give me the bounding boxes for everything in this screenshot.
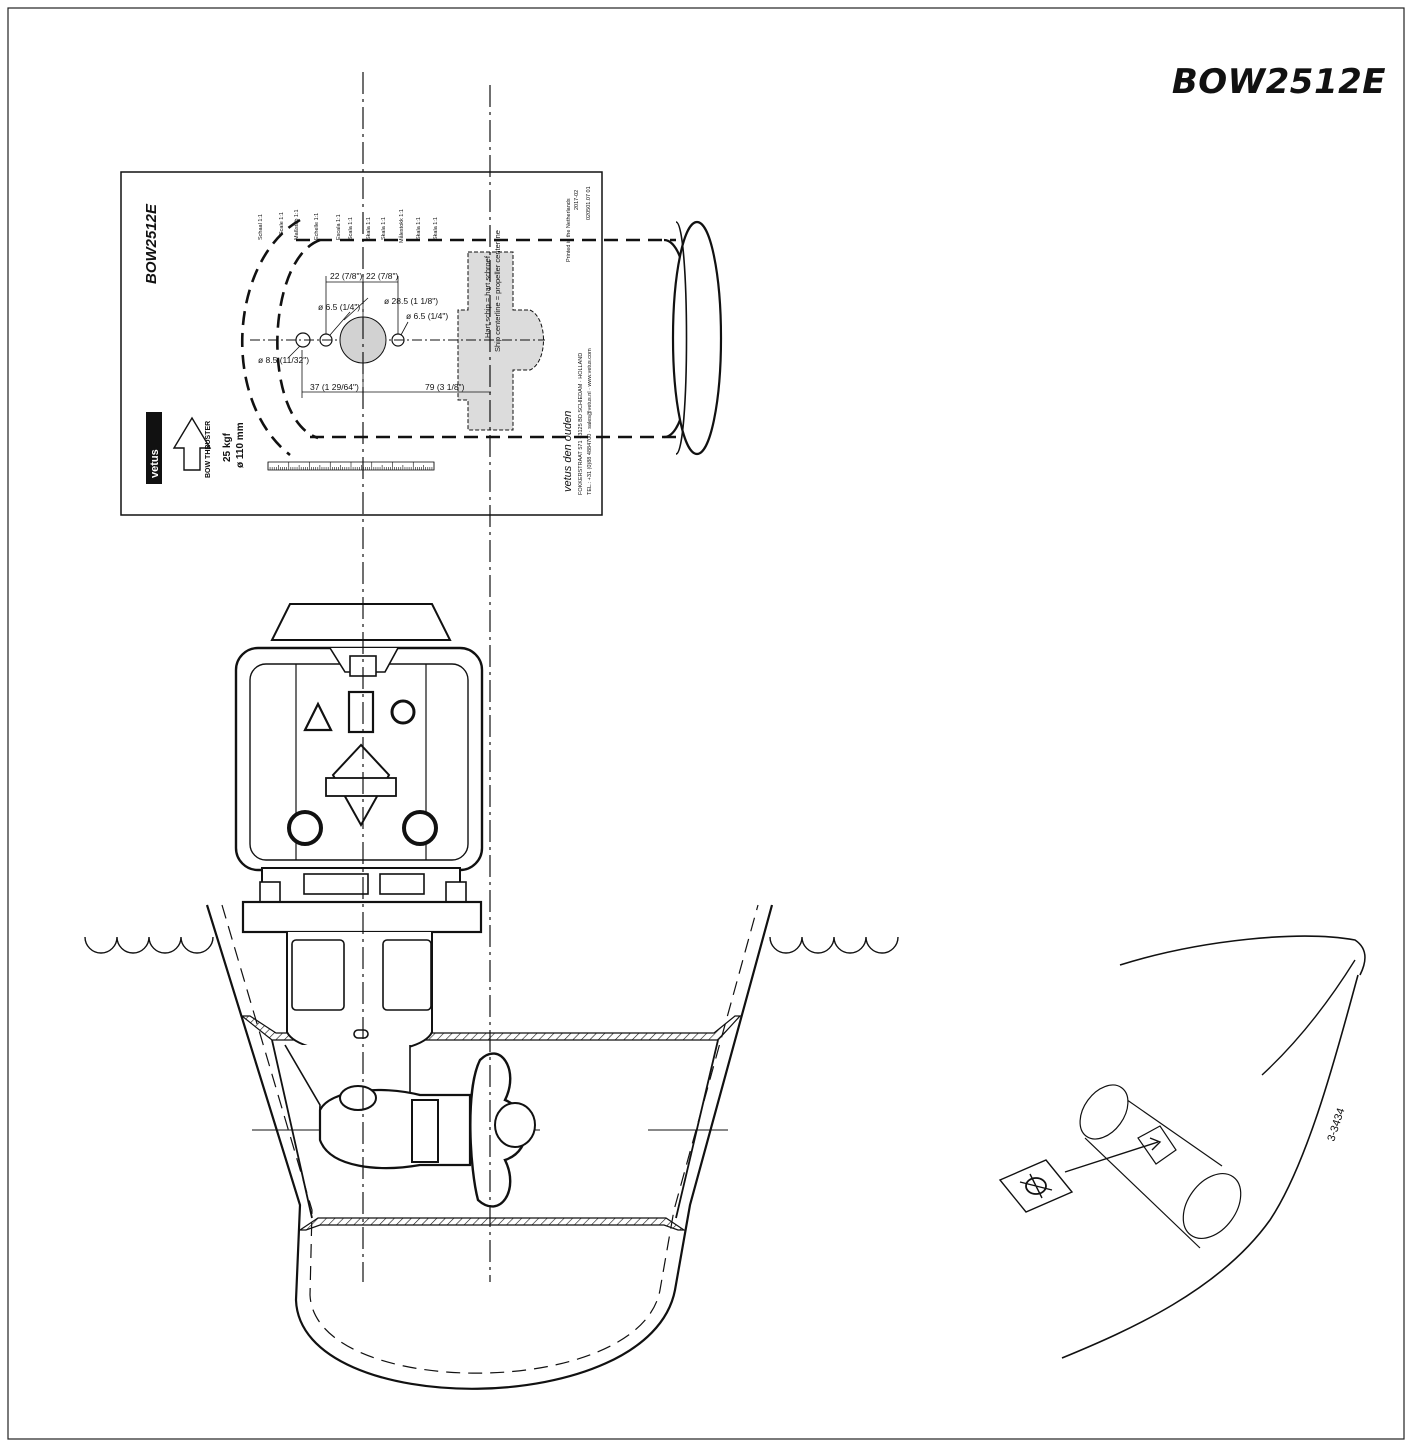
- thruster-motor: [234, 603, 484, 1054]
- scale-label: Scala 1:1: [348, 217, 354, 240]
- hull-cut-outline: [241, 218, 301, 457]
- template-brand-block: vetus BOW THRUSTER 25 kgf ø 110 mm: [146, 412, 246, 484]
- company-contact: TEL.: +31 (0)88 4884700 · sales@vetus.nl…: [587, 348, 593, 495]
- dimension-offset-left: 37 (1 29/64"): [310, 382, 359, 392]
- model-title: BOW2512E: [1171, 62, 1386, 102]
- vetus-logo: [146, 412, 162, 484]
- dimension-d2: 22 (7/8"): [366, 271, 398, 281]
- drawing-number: 3-3434: [1325, 1107, 1347, 1143]
- info-icon: [390, 699, 416, 725]
- outer-hole: [295, 332, 311, 348]
- bolt-cap-left: [287, 810, 323, 846]
- template-model: BOW2512E: [143, 203, 160, 284]
- bolt-cap-right: [402, 810, 438, 846]
- dimension-d1: 22 (7/8"): [330, 271, 362, 281]
- scale-labels: Schaal 1:1 Scale 1:1 Maßstab 1:1 Echelle…: [258, 209, 439, 243]
- tunnel-projection: [296, 220, 723, 456]
- tunnel-wall-bottom: [298, 1217, 686, 1231]
- doc-date: 2017-02: [574, 190, 580, 210]
- electric-icon: [347, 690, 375, 734]
- scale-label: Scale 1:1: [279, 212, 285, 235]
- sheet-border: [7, 7, 1405, 1440]
- propeller-cutout: [457, 251, 544, 431]
- ruler: [267, 461, 435, 471]
- mounting-flange: [241, 900, 483, 934]
- product-line: BOW THRUSTER: [205, 421, 212, 478]
- printed-note: Printed in the Netherlands: [566, 198, 572, 262]
- scale-label: Skala 1:1: [381, 217, 387, 240]
- scale-label: Skala 1:1: [416, 217, 422, 240]
- dimension-hole-small-left: ø 6.5 (1/4"): [318, 302, 360, 312]
- dimension-hole-small-right: ø 6.5 (1/4"): [406, 311, 448, 321]
- thruster-arrows-icon: [172, 416, 212, 471]
- scale-label: Echelle 1:1: [314, 213, 320, 240]
- centerline-en: Ship centerline = propeller centerline: [493, 230, 502, 352]
- scale-label: Målestokk 1:1: [398, 209, 405, 243]
- hull-outer: [205, 904, 774, 1390]
- drilling-template: BOW2512E Schaal 1:1 Scale 1:1 Maßstab 1:…: [120, 171, 603, 516]
- doc-code: 020501.07 01: [586, 186, 592, 220]
- dimension-texts: 22 (7/8") 22 (7/8") ø 6.5 (1/4") ø 28.5 …: [258, 271, 465, 392]
- tunnel-flange: [671, 220, 723, 456]
- dimension-hole-large: ø 28.5 (1 1/8"): [384, 296, 438, 306]
- scale-label: Maßstab 1:1: [294, 209, 300, 240]
- centerline-nl: Hart schip = hart schroef: [483, 255, 492, 338]
- waterline-waves: [84, 936, 899, 954]
- brand-name: vetus: [149, 449, 161, 478]
- dimension-hole-outer: ø 8.5 (11/32"): [258, 355, 309, 365]
- tunnel-diameter: ø 110 mm: [235, 422, 246, 468]
- scale-label: Skala 1:1: [433, 217, 439, 240]
- scale-label: Schaal 1:1: [258, 214, 264, 240]
- bow-detail-sketch: [998, 935, 1366, 1359]
- template-company-block: vetus den ouden FOKKERSTRAAT 571 · 3125 …: [562, 186, 593, 495]
- dimension-offset-right: 79 (3 1/8"): [425, 382, 465, 392]
- scale-label: Escala 1:1: [336, 214, 342, 240]
- warning-icon: [303, 701, 333, 732]
- hull-inner: [221, 904, 759, 1374]
- thruster-gearleg: [284, 1044, 536, 1208]
- thrust-label: 25 kgf: [222, 432, 233, 462]
- scale-label: Skala 1:1: [366, 217, 372, 240]
- company-name: vetus den ouden: [562, 411, 574, 492]
- company-address: FOKKERSTRAAT 571 · 3125 BD SCHIEDAM · HO…: [578, 353, 584, 495]
